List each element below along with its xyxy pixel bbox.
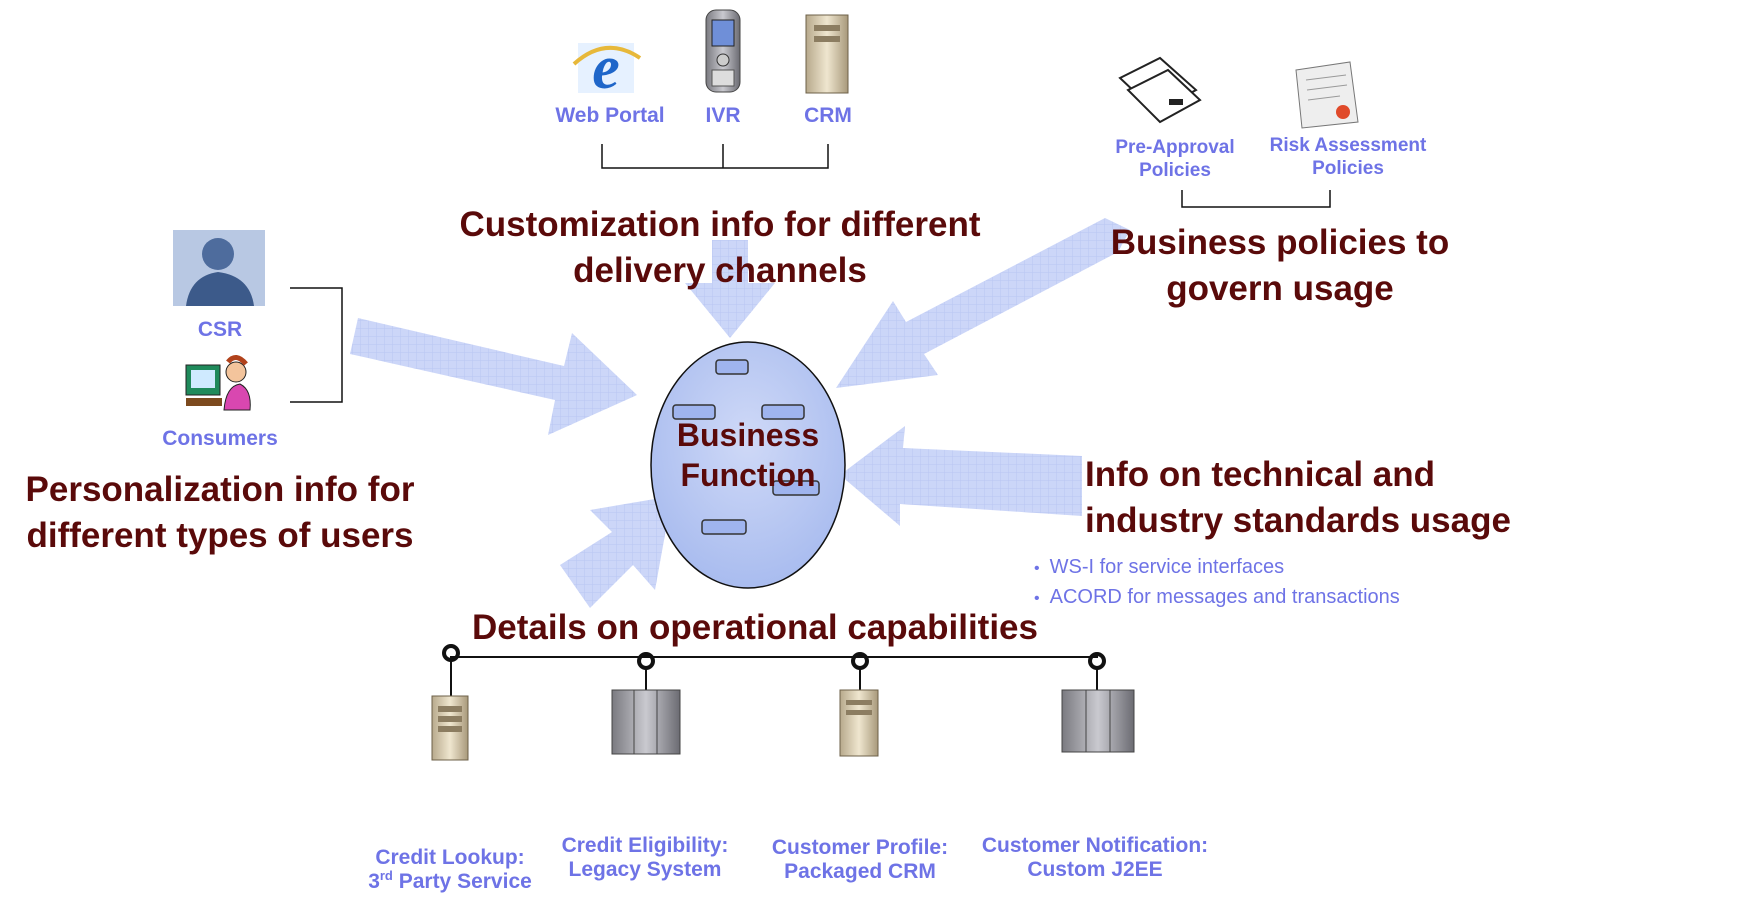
- operations-bus: [442, 644, 1106, 696]
- arrow-from-standards: [840, 426, 1082, 526]
- csr-label: CSR: [197, 318, 243, 341]
- connector-lines: [290, 144, 1331, 403]
- ivr-label: IVR: [705, 104, 741, 127]
- component-boxes: [672, 359, 820, 535]
- certificate-icon: [1295, 61, 1359, 129]
- policies-bracket: [1181, 190, 1331, 208]
- crm-label: CRM: [804, 104, 852, 127]
- risk-assessment-label: Risk Assessment Policies: [1269, 135, 1427, 179]
- users-bracket: [290, 287, 343, 403]
- standards-list: WS-I for service interfaces ACORD for me…: [1034, 553, 1400, 613]
- documents-icon: [1118, 56, 1202, 124]
- standards-bullet: WS-I for service interfaces: [1034, 553, 1400, 583]
- standards-bullet: ACORD for messages and transactions: [1034, 583, 1400, 613]
- arrows: [350, 218, 1130, 608]
- server-tower-icon: [839, 689, 879, 757]
- arrow-from-policies: [836, 218, 1130, 388]
- policies-heading: Business policies to govern usage: [1110, 223, 1450, 308]
- consumers-label: Consumers: [162, 427, 278, 450]
- operations-heading: Details on operational capabilities: [472, 608, 1038, 647]
- credit-eligibility-label: Credit Eligibility: Legacy System: [561, 834, 729, 881]
- channels-heading: Customization info for different deliver…: [459, 205, 981, 290]
- consumer-at-computer-icon: [185, 355, 251, 411]
- channels-bracket: [601, 144, 829, 169]
- web-browser-icon: e: [572, 34, 642, 102]
- arrow-from-channels: [685, 240, 775, 338]
- pre-approval-label: Pre-Approval Policies: [1115, 137, 1235, 181]
- arrow-from-users: [350, 318, 637, 435]
- server-rack-icon: [1061, 689, 1135, 753]
- standards-heading: Info on technical and industry standards…: [1085, 455, 1511, 540]
- arrow-from-operations: [560, 496, 672, 608]
- credit-lookup-label: Credit Lookup: 3rd Party Service: [368, 846, 532, 893]
- server-rack-icon: [611, 689, 681, 755]
- customer-notification-label: Customer Notification: Custom J2EE: [981, 834, 1209, 881]
- svg-text:e: e: [592, 34, 620, 102]
- csr-person-icon: [173, 230, 265, 306]
- users-heading: Personalization info for different types…: [25, 470, 415, 555]
- server-icon: [431, 695, 469, 761]
- customer-profile-label: Customer Profile: Packaged CRM: [771, 836, 949, 883]
- mobile-phone-icon: [705, 9, 741, 93]
- server-tower-icon: [805, 14, 849, 94]
- business-function-label: Business Function: [676, 417, 820, 493]
- business-function-ellipse: [650, 341, 846, 589]
- web-portal-label: Web Portal: [555, 104, 665, 127]
